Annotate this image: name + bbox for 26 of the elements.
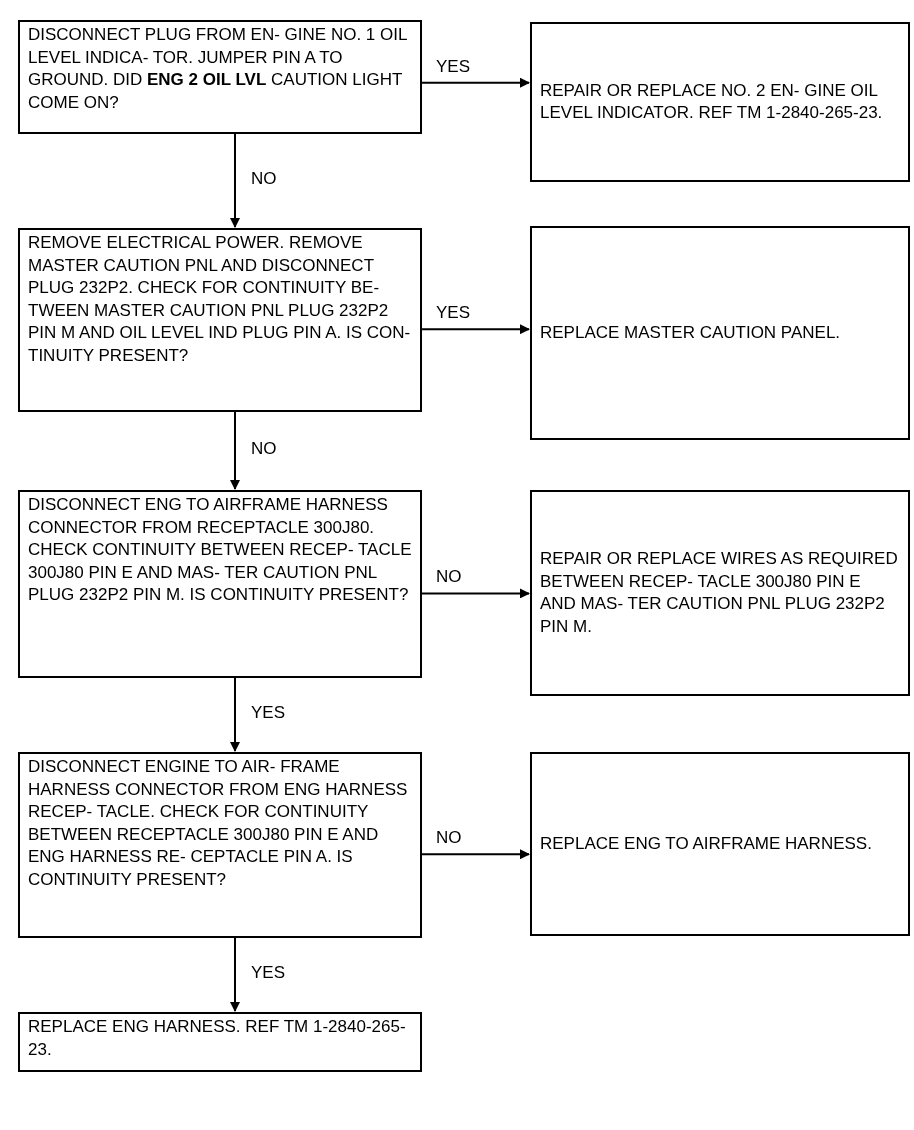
process-box <box>18 490 422 678</box>
arrow <box>421 849 530 860</box>
process-box <box>18 228 422 412</box>
process-box <box>18 752 422 938</box>
step-text: DISCONNECT ENG TO AIRFRAME HARNESS CONNECTOR FROM RECEPTACLE 300J80. CHECK CONTINUITY BETWEEN RECEP- TACLE 300J80 PIN E AND MAS- TER CAUTION PNL PLUG 232P2 PIN M. IS CONTINUITY PRESENT? <box>28 494 412 606</box>
process-box <box>530 226 910 440</box>
arrow <box>230 133 240 228</box>
step-text: DISCONNECT PLUG FROM EN- GINE NO. 1 OIL LEVEL INDICA- TOR. JUMPER PIN A TO GROUND. DID ENG 2 OIL LVL CAUTION LIGHT COME ON? <box>28 24 408 114</box>
step-text: REPLACE MASTER CAUTION PANEL. <box>540 321 842 344</box>
process-box <box>530 752 910 936</box>
step-text: REPLACE ENG TO AIRFRAME HARNESS. <box>540 832 873 855</box>
step-text: DISCONNECT ENGINE TO AIR- FRAME HARNESS CONNECTOR FROM ENG HARNESS RECEP- TACLE. CHECK FOR CONTINUITY BETWEEN RECEPTACLE 300J80 PIN E AND ENG HARNESS RE- CEPTACLE PIN A. IS CONTINUITY PRESENT? <box>28 756 409 891</box>
arrow <box>230 411 240 490</box>
step-text: REPAIR OR REPLACE NO. 2 EN- GINE OIL LEVEL INDICATOR. REF TM 1-2840-265-23. <box>540 79 884 124</box>
arrow <box>421 324 530 335</box>
step-text: REPLACE ENG HARNESS. REF TM 1-2840-265-23. <box>28 1016 407 1061</box>
arrow <box>230 937 240 1012</box>
step-text: REMOVE ELECTRICAL POWER. REMOVE MASTER CAUTION PNL AND DISCONNECT PLUG 232P2. CHECK FOR CONTINUITY BE- TWEEN MASTER CAUTION PNL PLUG 232P2 PIN M AND OIL LEVEL IND PLUG PIN A. IS CON- TINUITY PRESENT? <box>28 232 412 367</box>
process-box <box>18 20 422 134</box>
step-text: REPAIR OR REPLACE WIRES AS REQUIRED BETWEEN RECEP- TACLE 300J80 PIN E AND MAS- TER CAUTION PNL PLUG 232P2 PIN M. <box>540 548 899 638</box>
arrow <box>421 588 530 599</box>
arrow <box>421 77 530 88</box>
process-box <box>530 490 910 696</box>
process-box <box>530 22 910 182</box>
arrow <box>230 677 240 752</box>
process-box <box>18 1012 422 1072</box>
